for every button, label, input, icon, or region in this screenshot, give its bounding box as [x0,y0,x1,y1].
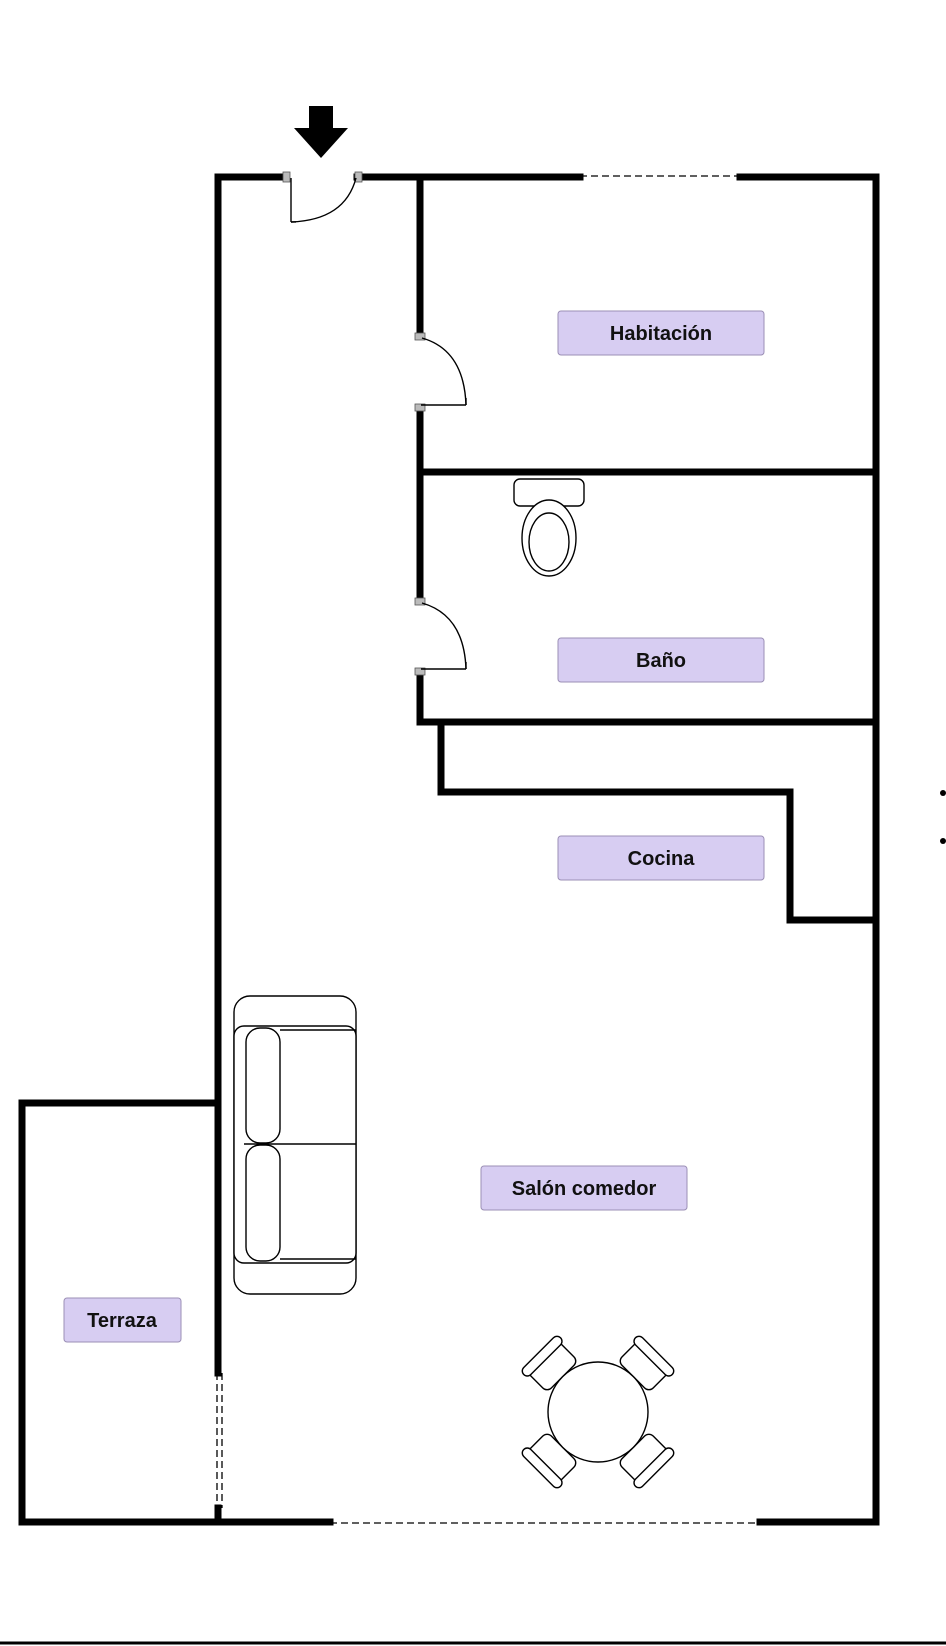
room-label-terraza: Terraza [63,1297,182,1343]
svg-text:Salón comedor: Salón comedor [512,1178,657,1200]
window-openings [216,175,760,1524]
svg-text:Terraza: Terraza [87,1310,158,1332]
bathroom-door [414,597,467,676]
exterior-walls [18,173,880,1526]
dining-table-icon [521,1335,675,1489]
toilet-icon [513,478,585,577]
entrance-arrow-icon [294,106,348,158]
edge-marks [940,790,946,844]
svg-text:Habitación: Habitación [610,323,712,345]
bedroom-door [414,332,467,412]
sofa-icon [233,995,357,1295]
interior-walls [416,173,880,924]
room-label-cocina: Cocina [557,835,765,881]
room-label-salon-comedor: Salón comedor [480,1165,688,1211]
svg-text:Baño: Baño [636,650,686,672]
room-label-habitacion: Habitación [557,310,765,356]
svg-text:Cocina: Cocina [628,848,696,870]
entrance-door [282,171,363,223]
room-label-bano: Baño [557,637,765,683]
